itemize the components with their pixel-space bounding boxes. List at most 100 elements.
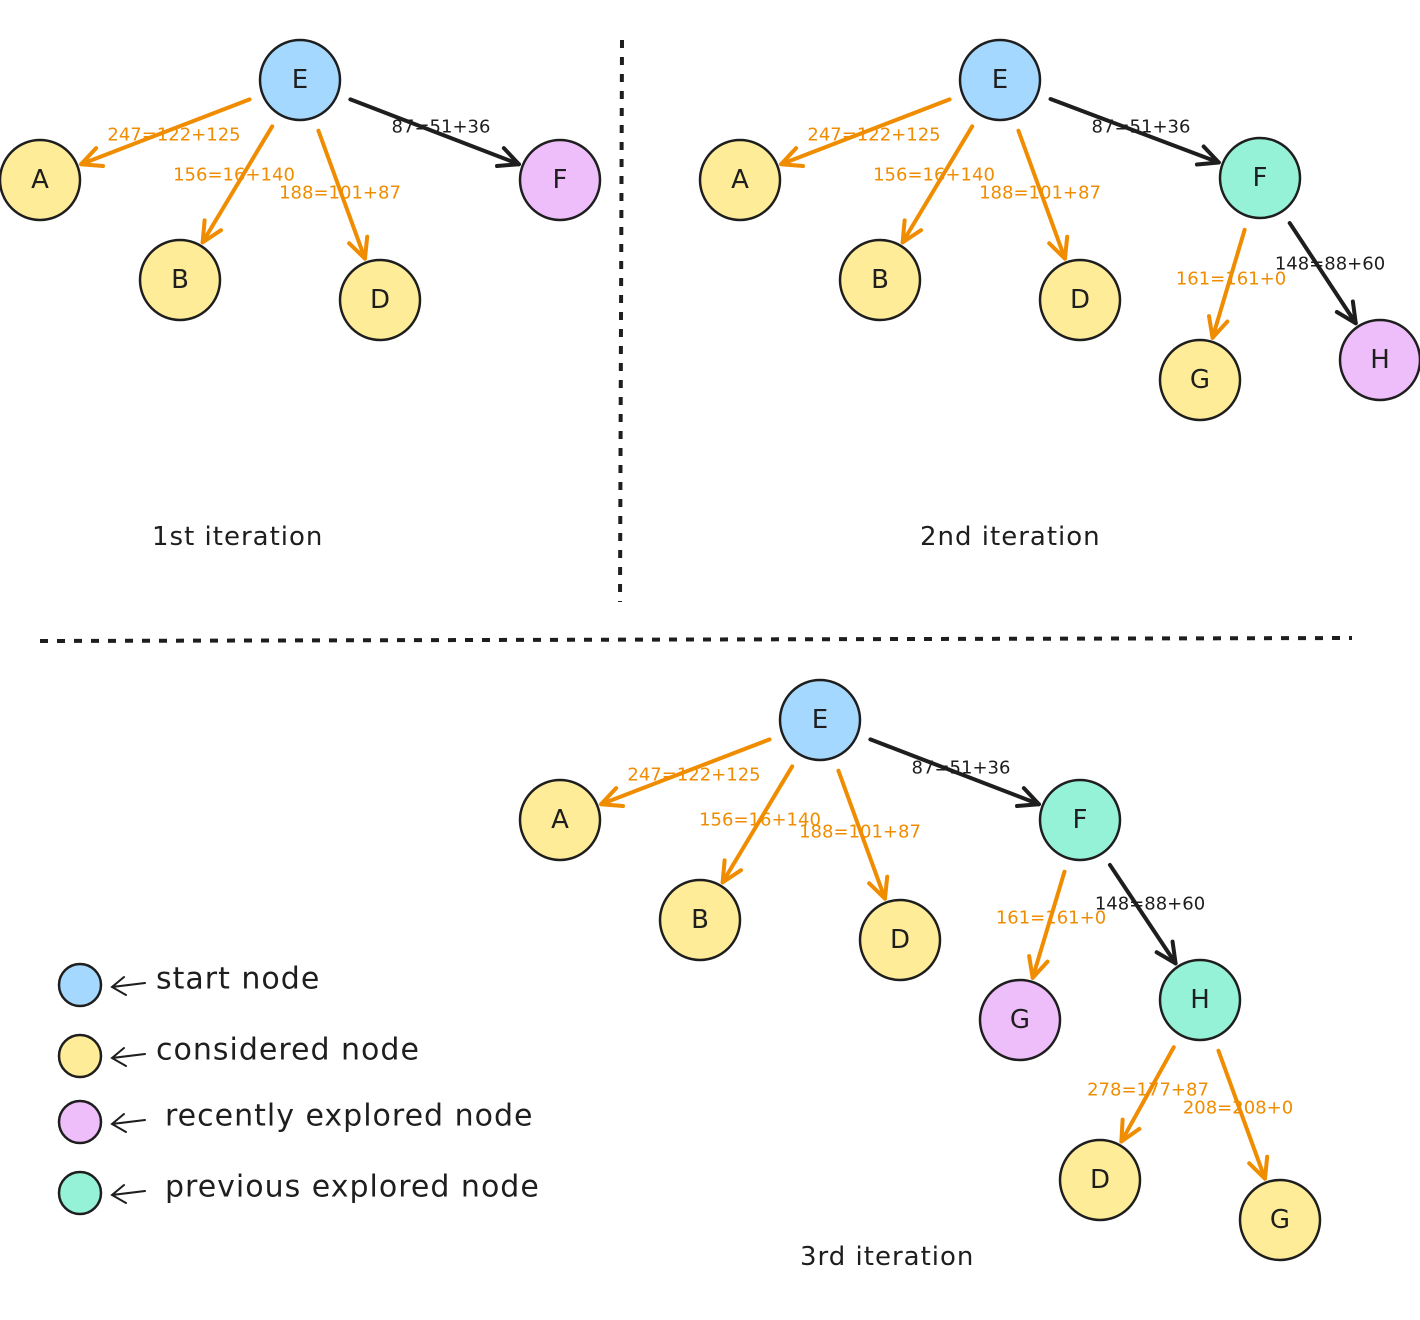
- edge-line: [79, 97, 252, 167]
- node-e: E: [778, 678, 862, 762]
- node-circle: [1038, 258, 1122, 342]
- edge-f-h: 148=88+60: [1095, 862, 1205, 966]
- edge-e-b: 156=16+140: [873, 124, 995, 245]
- node-label: B: [691, 905, 709, 935]
- edge-e-a: 247=122+125: [779, 97, 952, 169]
- node-label: A: [31, 165, 49, 195]
- edge-e-d: 188=101+87: [279, 128, 401, 261]
- arrowhead: [200, 218, 224, 245]
- legend-arrow-icon: [110, 1113, 146, 1133]
- edge-e-a: 247=122+125: [599, 737, 772, 809]
- node-circle: [518, 778, 602, 862]
- arrowhead: [599, 786, 625, 809]
- node-label: F: [1073, 805, 1088, 835]
- node-h: H: [1158, 958, 1242, 1042]
- node-circle: [778, 678, 862, 762]
- node-circle: [858, 898, 942, 982]
- node-label: F: [553, 165, 568, 195]
- edge-label: 188=101+87: [279, 183, 401, 204]
- node-circle: [958, 38, 1042, 122]
- node-a: A: [698, 138, 782, 222]
- vertical-divider: [618, 39, 624, 603]
- edge-line: [1210, 227, 1247, 340]
- node-f: F: [518, 138, 602, 222]
- arrowhead: [779, 146, 805, 169]
- node-d: D: [1038, 258, 1122, 342]
- edge-line: [779, 97, 952, 167]
- node-label: D: [1070, 285, 1090, 315]
- legend-swatch: [57, 1170, 103, 1216]
- edge-e-d: 188=101+87: [979, 128, 1101, 261]
- node-e: E: [958, 38, 1042, 122]
- node-circle: [1218, 136, 1302, 220]
- edge-label: 161=161+0: [1176, 269, 1286, 290]
- node-f: F: [1038, 778, 1122, 862]
- node-label: H: [1370, 345, 1390, 375]
- node-circle: [698, 138, 782, 222]
- legend-item-recently-explored-node: recently explored node: [57, 1099, 533, 1145]
- arrowhead: [1154, 939, 1178, 966]
- arrowhead: [79, 146, 105, 169]
- edge-e-d: 188=101+87: [799, 768, 921, 901]
- node-circle: [658, 878, 742, 962]
- arrowhead: [867, 874, 890, 901]
- edge-line: [720, 764, 795, 885]
- node-label: A: [731, 165, 749, 195]
- edge-e-f: 87=51+36: [348, 97, 521, 169]
- node-label: G: [1010, 1005, 1030, 1035]
- legend-item-previous-explored-node: previous explored node: [57, 1170, 540, 1216]
- arrowhead: [900, 218, 924, 245]
- legend-label: recently explored node: [165, 1099, 533, 1134]
- arrowhead: [1247, 1154, 1270, 1181]
- edge-label: 87=51+36: [1092, 117, 1191, 138]
- edge-line: [868, 737, 1041, 807]
- node-a: A: [518, 778, 602, 862]
- legend-swatch: [57, 1099, 103, 1145]
- node-label: A: [551, 805, 569, 835]
- arrowhead: [1194, 144, 1221, 167]
- edge-line: [900, 124, 975, 245]
- edge-label: 247=122+125: [807, 125, 940, 146]
- legend-swatch: [57, 962, 103, 1008]
- edge-e-f: 87=51+36: [868, 737, 1041, 809]
- arrowhead: [1334, 299, 1358, 326]
- node-circle: [978, 978, 1062, 1062]
- edge-line: [1048, 97, 1221, 165]
- edge-label: 247=122+125: [107, 125, 240, 146]
- edge-label: 156=16+140: [173, 165, 295, 186]
- edge-line: [1287, 221, 1358, 326]
- node-circle: [1338, 318, 1420, 402]
- node-circle: [1238, 1178, 1322, 1262]
- node-label: D: [890, 925, 910, 955]
- edge-e-a: 247=122+125: [79, 97, 252, 169]
- node-b: B: [658, 878, 742, 962]
- node-d: D: [858, 898, 942, 982]
- edge-line: [316, 128, 367, 261]
- edge-label: 188=101+87: [799, 822, 921, 843]
- edge-label: 161=161+0: [996, 908, 1106, 929]
- edge-label: 188=101+87: [979, 183, 1101, 204]
- edge-line: [1119, 1045, 1176, 1144]
- edge-label: 208=208+0: [1183, 1098, 1293, 1119]
- node-e: E: [258, 38, 342, 122]
- legend-arrow-icon: [110, 976, 146, 996]
- edge-line: [200, 124, 275, 245]
- node-label: D: [370, 285, 390, 315]
- node-circle: [518, 138, 602, 222]
- edge-line: [599, 737, 772, 807]
- iteration-caption: 2nd iteration: [920, 522, 1101, 552]
- edge-line: [1030, 869, 1067, 980]
- edge-line: [1107, 862, 1178, 966]
- node-label: E: [292, 65, 308, 95]
- legend-item-start-node: start node: [57, 962, 319, 1008]
- node-g: G: [978, 978, 1062, 1062]
- arrowhead: [1015, 786, 1041, 809]
- node-b: B: [138, 238, 222, 322]
- arrowhead: [1027, 954, 1050, 980]
- edge-line: [348, 97, 521, 167]
- node-b: B: [838, 238, 922, 322]
- legend-label: previous explored node: [165, 1170, 540, 1205]
- node-circle: [1058, 1138, 1142, 1222]
